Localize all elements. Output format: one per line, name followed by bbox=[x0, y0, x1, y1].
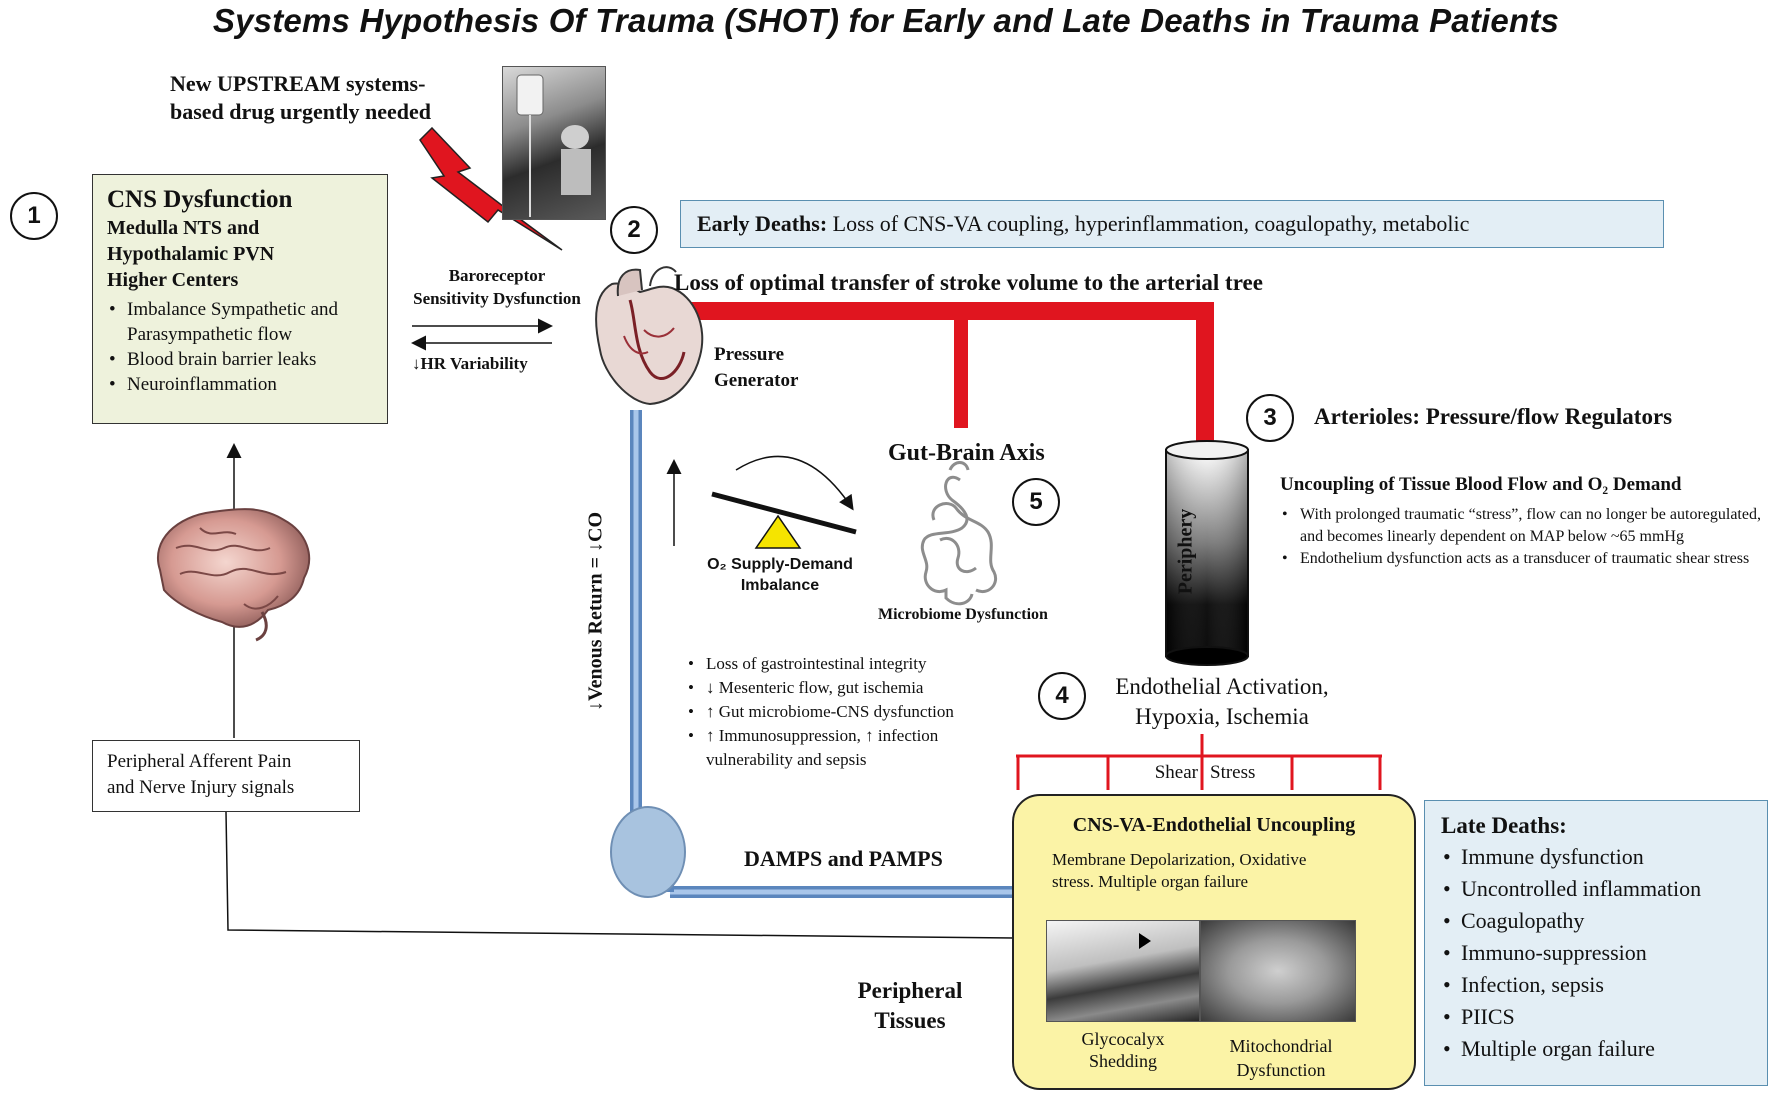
step-number-1: 1 bbox=[10, 192, 58, 240]
iv-drip-photo-icon bbox=[502, 66, 606, 220]
uncoupling-section: Uncoupling of Tissue Blood Flow and O₂ D… bbox=[1280, 472, 1766, 570]
seesaw-fulcrum bbox=[754, 514, 802, 549]
peripheral-afferent-line2: and Nerve Injury signals bbox=[107, 777, 295, 798]
upstream-note-line2: based drug urgently needed bbox=[170, 99, 431, 124]
cns-sub1: Medulla NTS and bbox=[107, 217, 260, 239]
cns-va-uncoupling-box: CNS-VA-Endothelial Uncoupling Membrane D… bbox=[1012, 794, 1416, 1090]
list-item: Multiple organ failure bbox=[1441, 1033, 1751, 1065]
step-number-3: 3 bbox=[1246, 394, 1294, 442]
mitochondria-micrograph-icon bbox=[1200, 920, 1356, 1022]
peripheral-tissues-line1: Peripheral bbox=[857, 978, 963, 1003]
arterioles-label: Arterioles: Pressure/flow Regulators bbox=[1314, 404, 1673, 429]
baroreceptor-line2: Sensitivity Dysfunction bbox=[413, 289, 581, 308]
arterial-tree-branch-gut bbox=[954, 320, 968, 428]
intestine-icon bbox=[920, 461, 997, 606]
peripheral-tissues-label: Peripheral Tissues bbox=[832, 976, 988, 1036]
step-number-5: 5 bbox=[1012, 478, 1060, 526]
list-item: Blood brain barrier leaks bbox=[107, 347, 373, 372]
shear-label: Shear bbox=[1154, 762, 1198, 783]
early-deaths-box: Early Deaths: Loss of CNS-VA coupling, h… bbox=[680, 200, 1664, 248]
cns-dysfunction-box: CNS Dysfunction Medulla NTS and Hypothal… bbox=[92, 174, 388, 424]
list-item: Immuno-suppression bbox=[1441, 937, 1751, 969]
arterial-tree-horizontal bbox=[602, 302, 1214, 320]
list-item: With prolonged traumatic “stress”, flow … bbox=[1280, 504, 1766, 548]
cns-list: Imbalance Sympathetic and Parasympatheti… bbox=[107, 297, 373, 397]
glycocalyx-label: Glycocalyx Shedding bbox=[1058, 1028, 1188, 1072]
arterial-tree-branch-periphery bbox=[1196, 302, 1214, 450]
peripheral-afferent-line1: Peripheral Afferent Pain bbox=[107, 751, 292, 772]
mito-line2: Dysfunction bbox=[1236, 1060, 1326, 1080]
list-item: Uncontrolled inflammation bbox=[1441, 873, 1751, 905]
lightning-bolt-icon bbox=[419, 126, 563, 251]
list-item: Loss of gastrointestinal integrity bbox=[686, 652, 1026, 676]
list-item: Coagulopathy bbox=[1441, 905, 1751, 937]
pressure-generator-label: Pressure Generator bbox=[714, 342, 798, 394]
iv-bag-icon bbox=[516, 74, 591, 217]
baroreceptor-line1: Baroreceptor bbox=[448, 266, 546, 285]
list-item: PIICS bbox=[1441, 1001, 1751, 1033]
endothelial-label: Endothelial Activation, Hypoxia, Ischemi… bbox=[1092, 672, 1352, 732]
diagram-title: Systems Hypothesis Of Trauma (SHOT) for … bbox=[212, 2, 1560, 39]
o2-imbalance-label: O₂ Supply-Demand Imbalance bbox=[690, 554, 870, 596]
o2-line2: Imbalance bbox=[740, 577, 820, 594]
list-item: ↑ Immunosuppression, ↑ infection vulnera… bbox=[686, 724, 1026, 772]
list-item: Endothelium dysfunction acts as a transd… bbox=[1280, 548, 1766, 570]
list-item: ↓ Mesenteric flow, gut ischemia bbox=[686, 676, 1026, 700]
list-item: Infection, sepsis bbox=[1441, 969, 1751, 1001]
heart-icon bbox=[595, 266, 704, 406]
periphery-label: Periphery bbox=[1174, 508, 1197, 595]
endothelial-line1: Endothelial Activation, bbox=[1115, 674, 1329, 699]
hr-variability-label: ↓HR Variability bbox=[412, 354, 528, 373]
upstream-note: New UPSTREAM systems- based drug urgentl… bbox=[170, 70, 431, 126]
uncoupling-title: Uncoupling of Tissue Blood Flow and O₂ D… bbox=[1280, 474, 1682, 495]
late-deaths-title: Late Deaths: bbox=[1441, 813, 1567, 838]
cva-line1: Membrane Depolarization, Oxidative bbox=[1052, 850, 1307, 869]
cva-title: CNS-VA-Endothelial Uncoupling bbox=[1072, 814, 1356, 836]
list-item: Imbalance Sympathetic and Parasympatheti… bbox=[107, 297, 373, 347]
uncoupling-list: With prolonged traumatic “stress”, flow … bbox=[1280, 504, 1766, 570]
early-deaths-label: Early Deaths: bbox=[697, 211, 828, 236]
late-deaths-list: Immune dysfunction Uncontrolled inflamma… bbox=[1441, 841, 1751, 1065]
list-item: Neuroinflammation bbox=[107, 372, 373, 397]
upstream-note-line1: New UPSTREAM systems- bbox=[170, 71, 426, 96]
venous-return-label: ↓Venous Return = ↓CO bbox=[584, 512, 607, 712]
loss-transfer-label: Loss of optimal transfer of stroke volum… bbox=[674, 270, 1263, 295]
list-item: ↑ Gut microbiome-CNS dysfunction bbox=[686, 700, 1026, 724]
cns-sub2: Hypothalamic PVN bbox=[107, 243, 275, 265]
cns-sub3: Higher Centers bbox=[107, 269, 239, 291]
brain-icon bbox=[157, 508, 311, 642]
cns-title: CNS Dysfunction bbox=[107, 186, 293, 213]
arrowhead-icon bbox=[1139, 933, 1151, 949]
peripheral-tissues-line2: Tissues bbox=[874, 1008, 946, 1033]
early-deaths-text: Loss of CNS-VA coupling, hyperinflammati… bbox=[827, 211, 1470, 236]
cva-text: Membrane Depolarization, Oxidative stres… bbox=[1030, 849, 1398, 893]
damps-label: DAMPS and PAMPS bbox=[744, 846, 943, 871]
late-deaths-box: Late Deaths: Immune dysfunction Uncontro… bbox=[1424, 800, 1768, 1086]
seesaw-beam bbox=[711, 491, 857, 535]
baroreceptor-label: Baroreceptor Sensitivity Dysfunction bbox=[392, 264, 602, 310]
pressure-generator-line2: Generator bbox=[714, 370, 799, 391]
step-number-4: 4 bbox=[1038, 672, 1086, 720]
mito-line1: Mitochondrial bbox=[1229, 1036, 1333, 1056]
glycocalyx-micrograph-icon bbox=[1046, 920, 1200, 1022]
endothelial-line2: Hypoxia, Ischemia bbox=[1135, 704, 1309, 729]
o2-line1: O₂ Supply-Demand bbox=[707, 556, 853, 573]
microbiome-label: Microbiome Dysfunction bbox=[878, 606, 1048, 623]
cva-line2: stress. Multiple organ failure bbox=[1052, 872, 1249, 891]
pressure-generator-line1: Pressure bbox=[714, 344, 785, 365]
glycocalyx-line2: Shedding bbox=[1088, 1051, 1157, 1071]
venous-reservoir-circle bbox=[610, 806, 686, 898]
step-number-2: 2 bbox=[610, 206, 658, 254]
stress-label: Stress bbox=[1210, 762, 1256, 783]
glycocalyx-line1: Glycocalyx bbox=[1081, 1029, 1165, 1049]
list-item: Immune dysfunction bbox=[1441, 841, 1751, 873]
peripheral-afferent-box: Peripheral Afferent Pain and Nerve Injur… bbox=[92, 740, 360, 812]
mito-label: Mitochondrial Dysfunction bbox=[1204, 1034, 1358, 1082]
gut-brain-axis-label: Gut-Brain Axis bbox=[888, 440, 1045, 466]
gut-list: Loss of gastrointestinal integrity ↓ Mes… bbox=[686, 652, 1026, 772]
